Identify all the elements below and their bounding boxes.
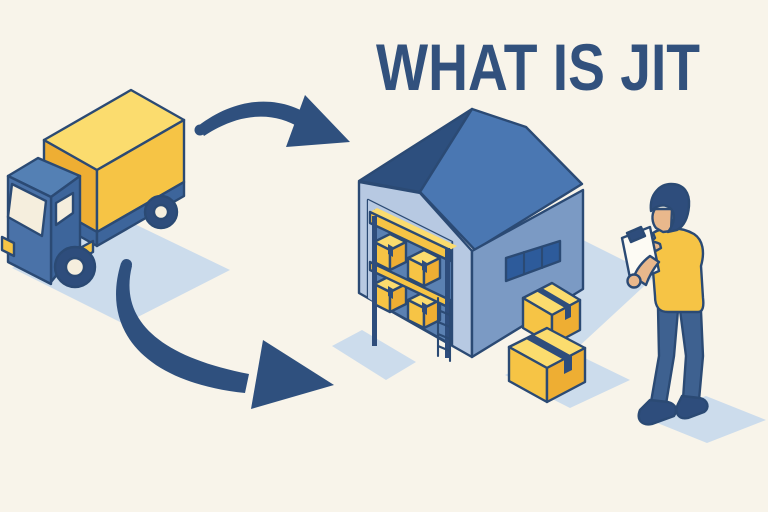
cargo-box	[42, 88, 186, 234]
clipboard-clip	[625, 225, 647, 244]
arrow-tail	[116, 263, 249, 393]
box-right	[545, 346, 587, 404]
arrow-head	[251, 340, 334, 409]
arrow-tail	[198, 101, 317, 136]
ladder	[436, 296, 452, 363]
large-box	[507, 326, 587, 404]
rack-box	[406, 248, 442, 288]
cab-side-window	[54, 191, 75, 227]
front-shoe	[637, 398, 678, 426]
back-shoe	[675, 394, 709, 420]
front-marker-light	[0, 235, 16, 258]
box-tape	[422, 302, 427, 315]
box-right	[422, 298, 442, 330]
hair	[649, 182, 691, 234]
warehouse	[357, 107, 585, 363]
ladder-rung	[436, 332, 452, 341]
box-right	[388, 282, 408, 314]
page-title: WHAT IS JIT	[376, 30, 700, 104]
box-tape-tab	[565, 305, 571, 320]
delivery-truck	[0, 88, 186, 289]
front-wheel	[53, 245, 97, 289]
stacked-cardboard-boxes	[507, 281, 587, 404]
warehouse-door	[366, 198, 457, 363]
rear-hub	[152, 203, 170, 221]
box-tape	[526, 335, 572, 360]
box-tape	[422, 260, 427, 273]
ladder-rung	[436, 344, 452, 353]
arrow-head	[286, 95, 350, 147]
upper-flow-arrow	[194, 95, 350, 147]
ladder-rung	[436, 308, 452, 317]
rack-canopy-top	[370, 208, 457, 250]
windshield	[6, 182, 48, 238]
warehouse-left-shadow	[332, 330, 416, 380]
storage-rack	[368, 208, 457, 363]
rear-wheel	[143, 194, 179, 230]
rack-post-left	[372, 216, 377, 346]
box-tape	[388, 286, 393, 299]
lower-flow-arrow	[116, 259, 334, 409]
holding-hand	[626, 273, 642, 289]
warehouse-roof	[418, 107, 584, 252]
warehouse-window	[504, 239, 562, 283]
box-right	[422, 256, 442, 288]
front-hub	[64, 256, 86, 278]
ladder-rung	[436, 320, 452, 329]
truck-cab	[0, 156, 95, 286]
box-tape-tab	[564, 356, 572, 374]
box-tape	[536, 288, 571, 308]
rack-post-right	[445, 248, 450, 358]
rack-box	[372, 232, 408, 272]
box-right	[388, 240, 408, 272]
box-tape	[388, 244, 393, 257]
rack-box	[406, 290, 442, 330]
worker	[620, 182, 709, 426]
